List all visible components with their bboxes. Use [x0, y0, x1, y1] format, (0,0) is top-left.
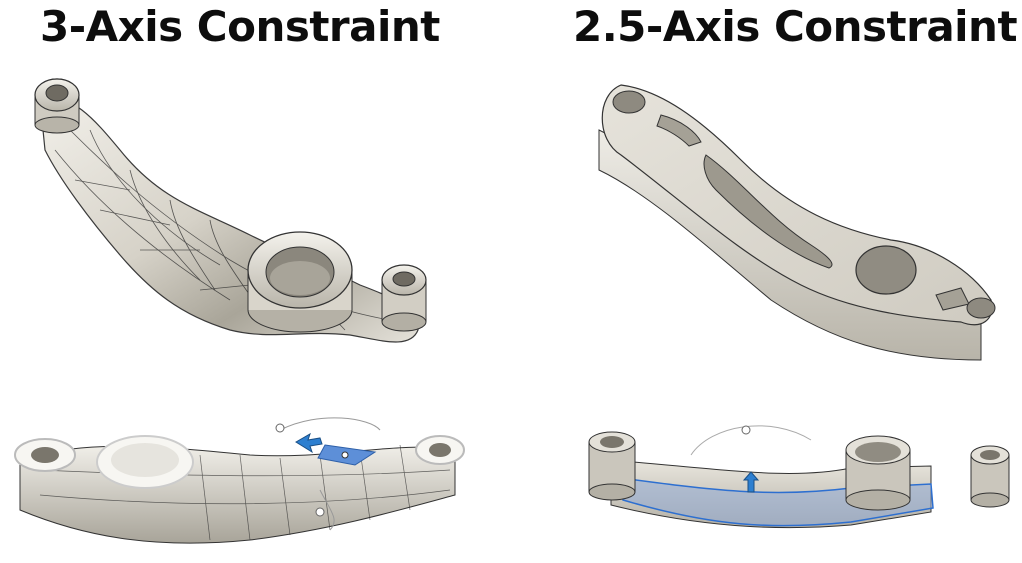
handle-icon: [315, 507, 325, 517]
arm-body: [39, 97, 419, 343]
pocket-1: [656, 114, 702, 147]
arrow-icon: [742, 471, 760, 493]
render-3-axis-part: [0, 60, 511, 380]
arrow-icon: [295, 432, 323, 454]
hole-top-left: [612, 90, 646, 114]
render-2-5-axis-part: [511, 60, 1022, 380]
handle-icon: [741, 425, 751, 435]
hole-center: [855, 245, 917, 295]
title-3-axis: 3-Axis Constraint: [40, 2, 440, 51]
hole-right: [966, 297, 996, 319]
render-2-5-axis-selection: [511, 400, 1022, 563]
title-2-5-axis: 2.5-Axis Constraint: [573, 2, 1018, 51]
handle-icon: [275, 423, 285, 433]
render-3-axis-manipulator: [0, 400, 511, 563]
pocket-2: [703, 154, 833, 269]
